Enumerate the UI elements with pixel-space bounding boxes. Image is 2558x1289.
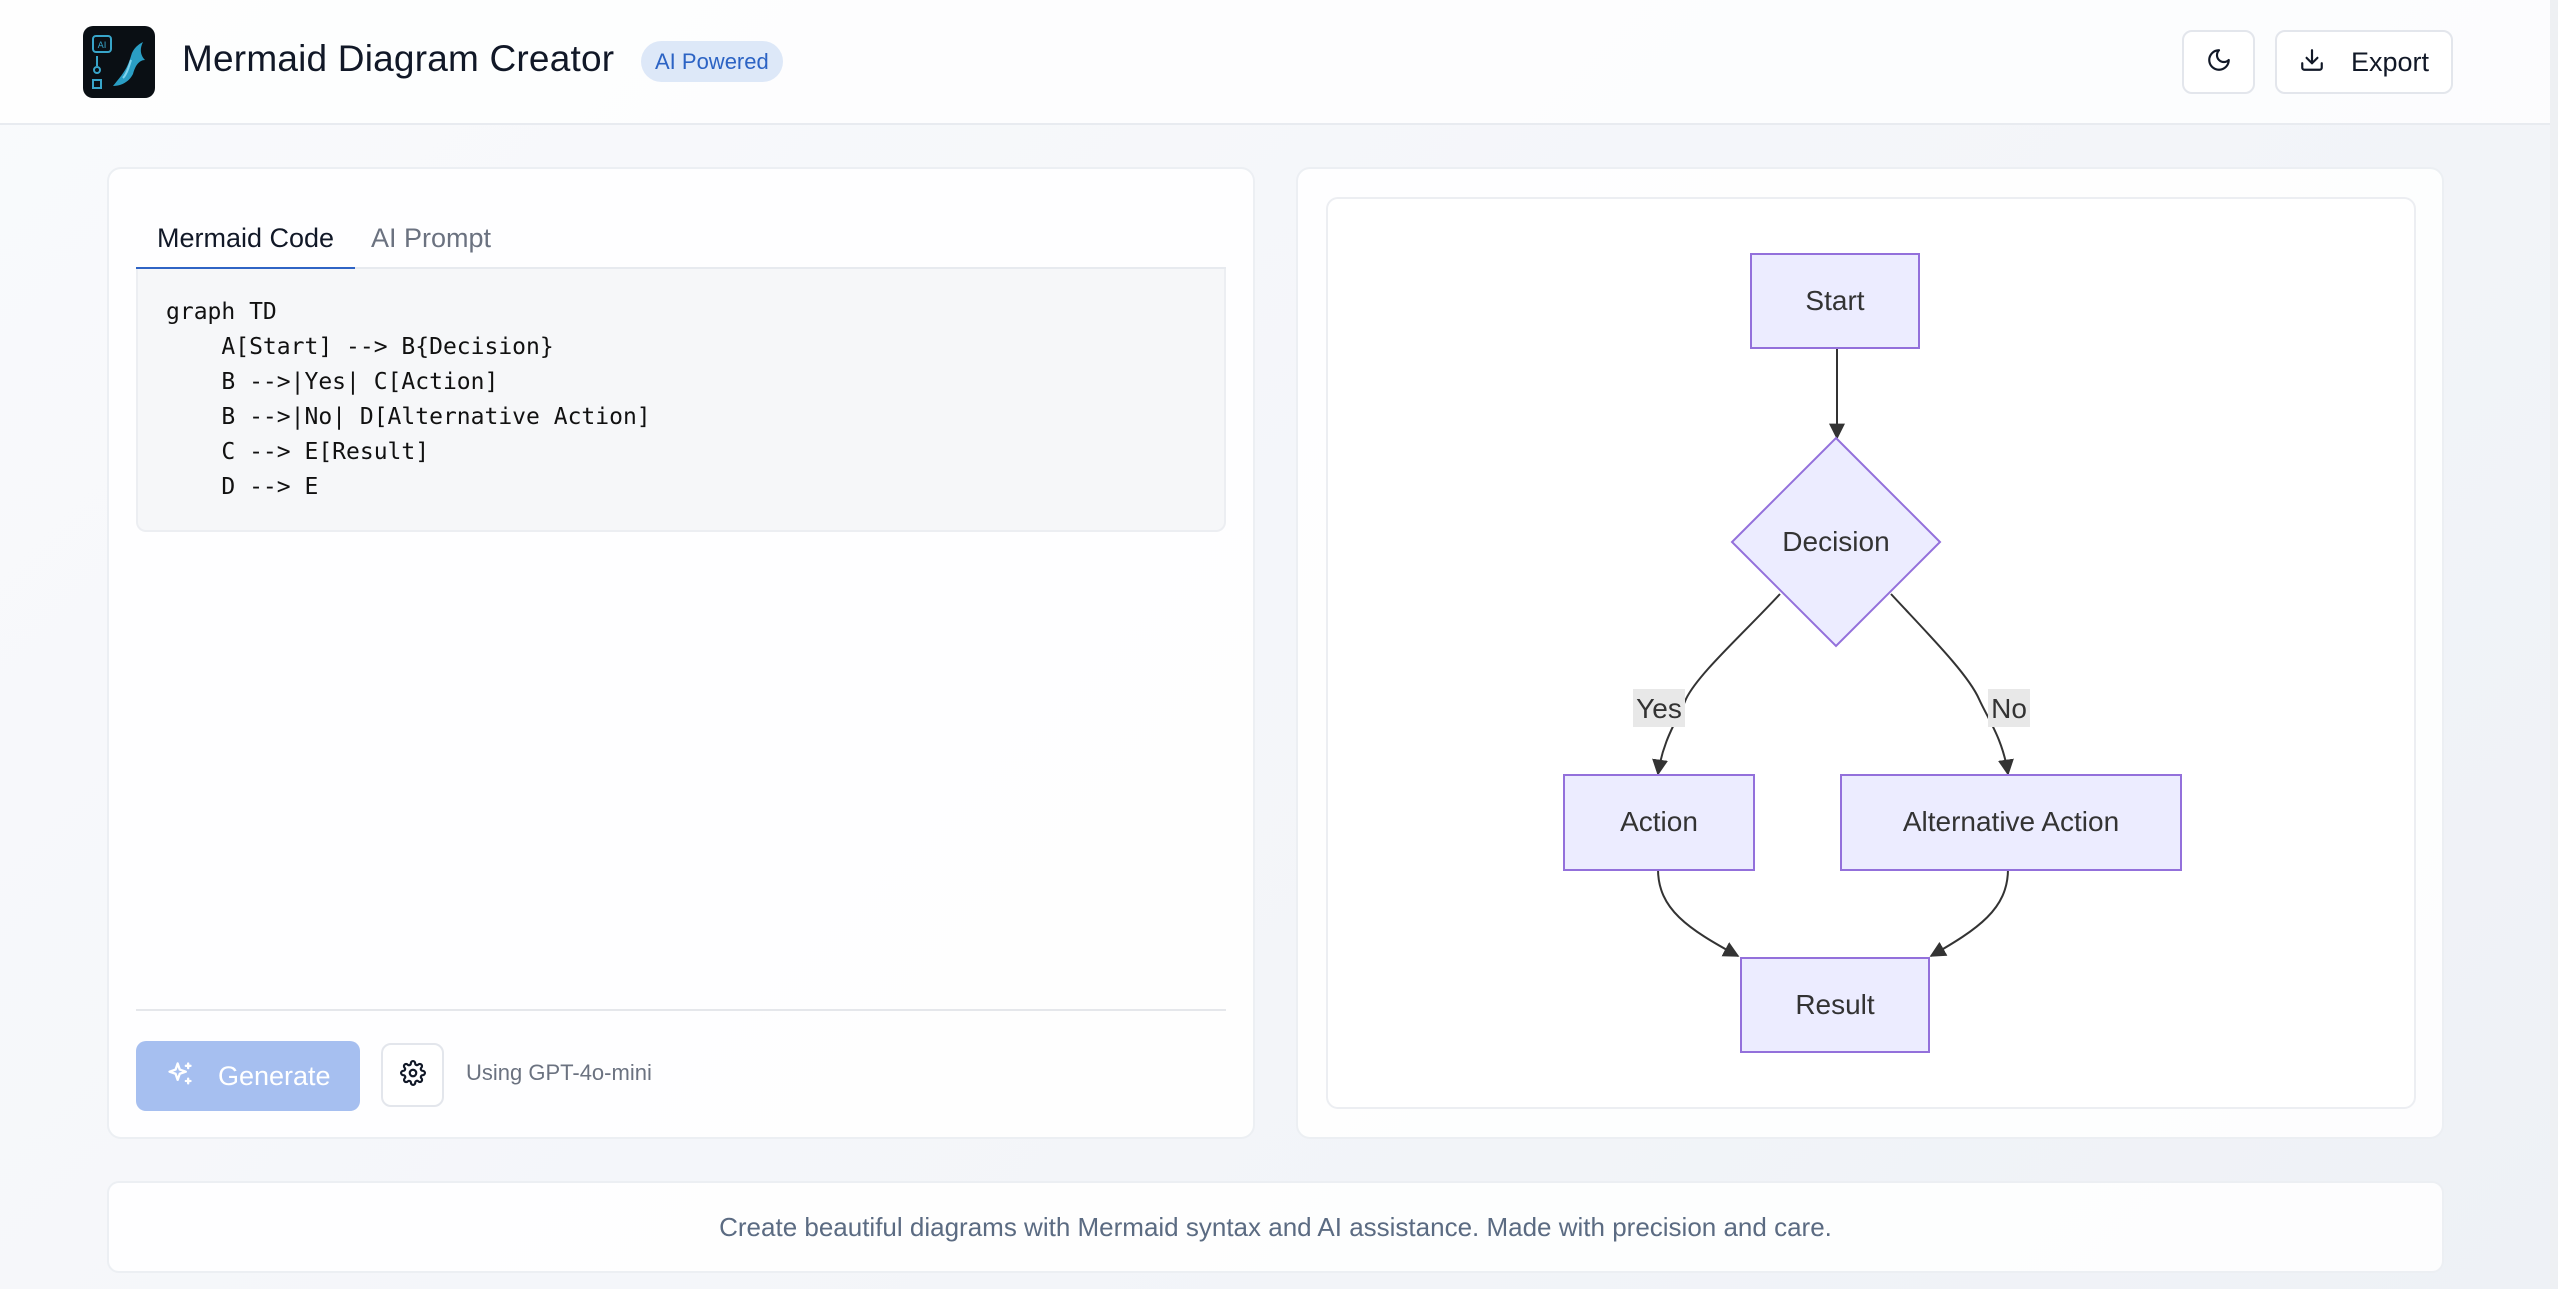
node-decision: [1730, 436, 1942, 648]
edge-decision-alt: [1890, 593, 2014, 776]
diagram-canvas: Yes No Start Decision Action Alternative…: [1326, 197, 2416, 1109]
footer-text: Create beautiful diagrams with Mermaid s…: [719, 1212, 1832, 1242]
code-line: B -->|No| D[Alternative Action]: [166, 404, 651, 430]
download-icon: [2299, 47, 2325, 78]
tab-mermaid-code[interactable]: Mermaid Code: [136, 209, 356, 271]
footer: Create beautiful diagrams with Mermaid s…: [107, 1181, 2444, 1273]
mermaid-logo: AI: [83, 26, 155, 98]
gear-icon: [399, 1059, 426, 1091]
svg-text:AI: AI: [98, 41, 107, 51]
editor-divider: [136, 1009, 1226, 1011]
preview-panel: Yes No Start Decision Action Alternative…: [1296, 167, 2444, 1139]
app-title: Mermaid Diagram Creator: [182, 38, 615, 79]
export-label: Export: [2351, 46, 2430, 77]
code-line: D --> E: [166, 474, 319, 500]
moon-icon: [2206, 47, 2232, 78]
node-decision-label: Decision: [1782, 526, 1889, 557]
node-alternative-action-label: Alternative Action: [1903, 806, 2119, 837]
model-indicator: Using GPT-4o-mini: [466, 1060, 652, 1085]
code-editor[interactable]: graph TD A[Start] --> B{Decision} B -->|…: [136, 269, 1226, 532]
code-line: graph TD: [166, 299, 277, 325]
generate-label: Generate: [218, 1060, 331, 1091]
editor-panel: Mermaid Code AI Prompt graph TD A[Start]…: [107, 167, 1255, 1139]
edge-label-no: No: [1991, 693, 2027, 724]
node-result-label: Result: [1795, 989, 1875, 1020]
tab-ai-prompt[interactable]: AI Prompt: [371, 223, 492, 253]
generate-button[interactable]: Generate: [136, 1041, 360, 1111]
node-start-label: Start: [1805, 285, 1864, 316]
code-line: A[Start] --> B{Decision}: [166, 334, 554, 360]
node-alternative-action: [1840, 774, 2182, 871]
app-header: AI Mermaid Diagram Creator AI Powered Ex…: [0, 0, 2558, 125]
page-scrollbar[interactable]: [2550, 0, 2558, 1289]
sparkles-icon: [166, 1060, 194, 1093]
node-start: [1750, 253, 1920, 349]
editor-tabs: Mermaid Code AI Prompt: [136, 209, 1226, 271]
settings-button[interactable]: [381, 1043, 444, 1107]
theme-toggle-button[interactable]: [2182, 30, 2255, 94]
edge-action-result: [1657, 868, 1740, 957]
edge-decision-action: [1652, 593, 1781, 776]
ai-powered-badge: AI Powered: [641, 41, 783, 82]
edge-label-yes: Yes: [1636, 693, 1682, 724]
code-line: B -->|Yes| C[Action]: [166, 369, 499, 395]
node-result: [1740, 957, 1930, 1053]
code-line: C --> E[Result]: [166, 439, 430, 465]
edge-alt-result: [1929, 868, 2009, 957]
node-action-label: Action: [1620, 806, 1698, 837]
export-button[interactable]: Export: [2275, 30, 2453, 94]
node-action: [1563, 774, 1755, 871]
